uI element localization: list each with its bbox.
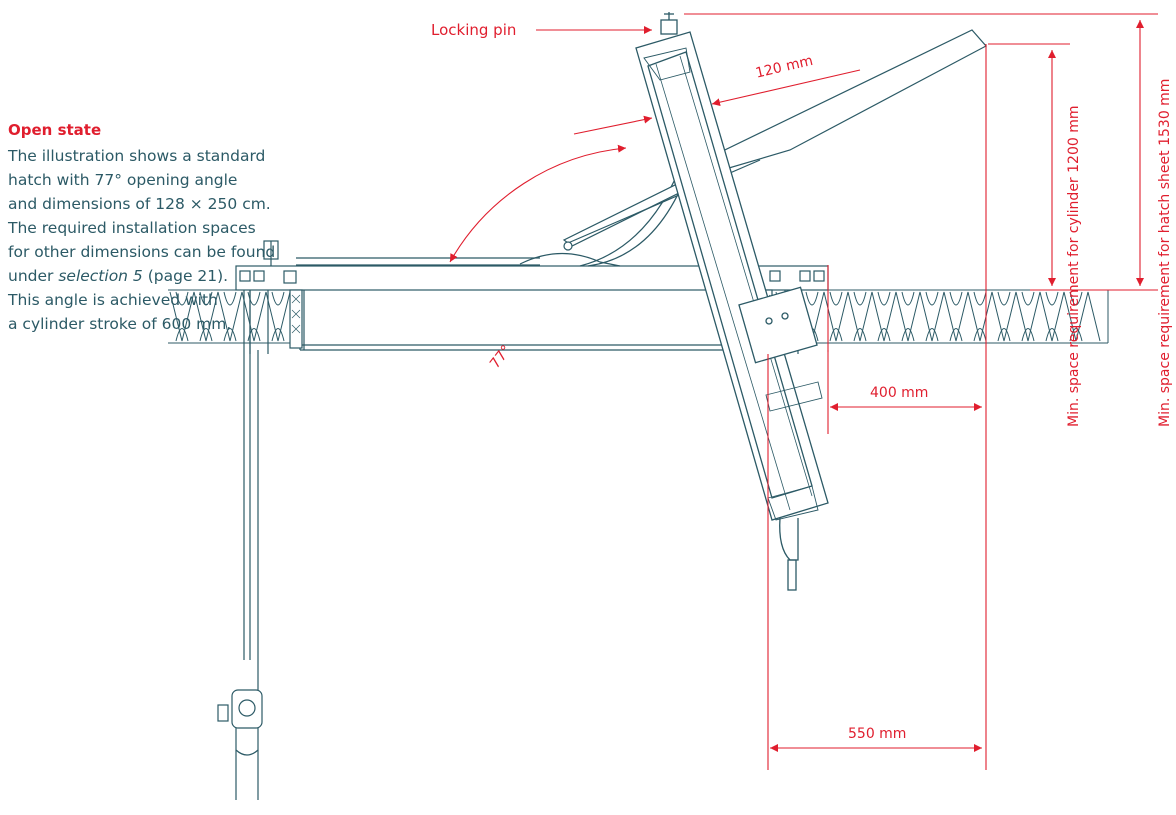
- left-actuator: [217, 240, 279, 800]
- description-line: under selection 5 (page 21).: [8, 264, 338, 288]
- selection-reference: selection 5: [58, 267, 143, 285]
- dimension-400-label: 400 mm: [870, 385, 929, 401]
- locking-pin-label: Locking pin: [431, 21, 517, 39]
- cylinder-space-label: Min. space requirement for cylinder 1200…: [1066, 105, 1082, 428]
- description-title: Open state: [8, 121, 102, 139]
- description-line: and dimensions of 128 × 250 cm.: [8, 195, 271, 213]
- hatch-lid: [635, 12, 829, 591]
- description-line: The required installation spaces: [8, 219, 256, 237]
- description-text: (page 21).: [142, 267, 229, 285]
- linkage-rod: [296, 252, 621, 267]
- description-line: The illustration shows a standard: [8, 147, 266, 165]
- description-line: for other dimensions can be found: [8, 243, 276, 261]
- description-line: a cylinder stroke of 600 mm.: [8, 315, 232, 333]
- description-text: under: [8, 267, 59, 285]
- hatch-space-label: Min. space requirement for hatch sheet 1…: [1157, 78, 1173, 427]
- dimension-lines: [449, 13, 1158, 770]
- roof-insulation-right: [770, 289, 1109, 344]
- description-line: hatch with 77° opening angle: [8, 171, 238, 189]
- dimension-550-label: 550 mm: [848, 726, 907, 742]
- description-line: This angle is achieved with: [8, 291, 218, 309]
- description-block: Open state The illustration shows a stan…: [8, 118, 338, 336]
